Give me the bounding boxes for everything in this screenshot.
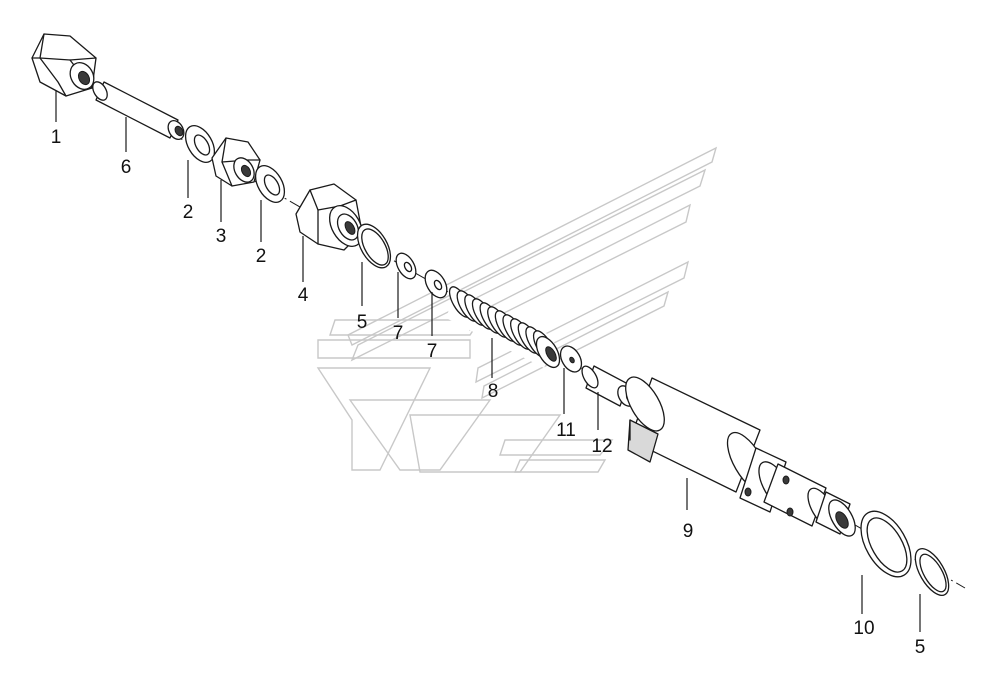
callout-5-upper: 5: [357, 312, 368, 333]
part-hex-body: [295, 183, 364, 251]
callout-4: 4: [298, 285, 309, 306]
part-disc: [559, 345, 583, 373]
part-valve-body: [625, 376, 856, 537]
callout-10: 10: [853, 618, 874, 639]
callout-8: 8: [488, 381, 499, 402]
part-spacer-b: [424, 269, 448, 299]
callout-12: 12: [591, 436, 612, 457]
part-oring-lower: [914, 548, 950, 596]
part-hex-cap-nut: [31, 33, 97, 97]
part-washer-lower: [254, 165, 286, 203]
callout-2-upper: 2: [183, 202, 194, 223]
callout-5-lower: 5: [915, 637, 926, 658]
part-hex-nut: [211, 137, 261, 187]
part-tube: [92, 81, 185, 140]
leader-lines: [55, 90, 921, 632]
part-oring-upper: [356, 223, 392, 269]
callout-labels: 1 6 2 3 2 4 5 7 7 8 11 12 9 10 5: [51, 127, 926, 658]
part-spacer-a: [395, 252, 417, 280]
part-spring: [446, 286, 561, 369]
part-washer-upper: [184, 125, 216, 163]
callout-1: 1: [51, 127, 62, 148]
part-ring-large: [860, 510, 912, 578]
callout-7-a: 7: [393, 323, 404, 344]
callout-11: 11: [556, 420, 576, 441]
callout-6: 6: [121, 157, 132, 178]
callout-7-b: 7: [427, 341, 438, 362]
callout-9: 9: [683, 521, 694, 542]
callout-2-lower: 2: [256, 246, 267, 267]
callout-3: 3: [216, 226, 227, 247]
